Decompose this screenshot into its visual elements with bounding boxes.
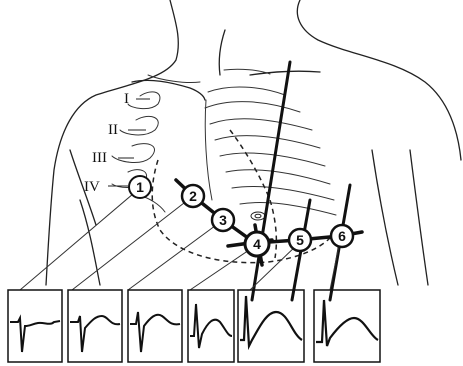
lead-marker-2: 2: [182, 185, 204, 207]
ecg-panel-3: [128, 290, 182, 362]
lead-number-6: 6: [338, 228, 346, 244]
lead-marker-3: 3: [212, 209, 234, 231]
ecg-panel-2: [68, 290, 122, 362]
lead-marker-6: 6: [331, 225, 353, 247]
ecg-panel-1: [8, 290, 62, 362]
lead-marker-5: 5: [289, 229, 311, 251]
ecg-panel-6: [314, 290, 380, 362]
lead-marker-4: 4: [245, 232, 269, 256]
rib-label-1: I: [124, 91, 129, 107]
ecg-trace-6: [316, 300, 378, 346]
lead-number-1: 1: [136, 179, 144, 195]
lead-marker-1: 1: [129, 176, 151, 198]
rib-label-2: II: [108, 122, 118, 138]
rib-label-4: IV: [84, 179, 100, 195]
ecg-trace-5: [240, 296, 302, 346]
rib-label-3: III: [92, 150, 107, 166]
ecg-trace-2: [70, 316, 120, 352]
lead-number-2: 2: [189, 188, 197, 204]
lead-number-3: 3: [219, 212, 227, 228]
ecg-trace-1: [10, 318, 60, 352]
ecg-panel-5: [238, 290, 304, 362]
lead-number-4: 4: [253, 236, 261, 252]
ecg-panel-4: [188, 290, 234, 362]
ecg-trace-4: [190, 304, 232, 348]
apex-marker: [251, 212, 265, 220]
ecg-panels: [8, 290, 380, 362]
ecg-trace-3: [130, 312, 180, 352]
lead-number-5: 5: [296, 232, 304, 248]
